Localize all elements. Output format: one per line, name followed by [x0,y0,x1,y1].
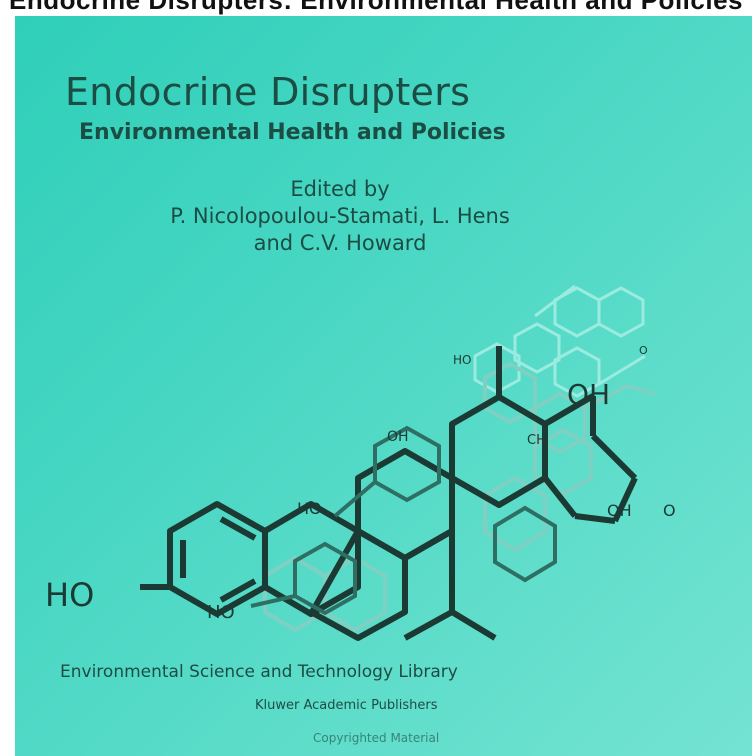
oh-label-top: OH [567,378,610,411]
molecule-illustration: HO HO HO HO OH OH OH O O CH [45,284,676,641]
ch-label-mid: CH [527,433,546,448]
main-molecule [140,346,638,641]
book-title: Endocrine Disrupters [65,70,471,114]
series-name: Environmental Science and Technology Lib… [60,662,458,682]
ho-label-upper: HO [453,353,471,367]
faint-molecule [473,284,646,398]
ho-label-main: HO [45,576,94,614]
book-cover: Endocrine Disrupters Environmental Healt… [15,16,752,756]
top-banner-text: Endocrine Disrupters: Environmental Heal… [9,0,743,15]
oh-label-left: OH [387,429,409,445]
edited-by-label: Edited by [290,177,390,201]
o-label-small: O [639,344,648,357]
oh-label-right: OH [607,501,632,520]
ho-label-lower: HO [207,602,235,623]
editor-names-line-2: and C.V. Howard [253,231,427,255]
book-subtitle: Environmental Health and Policies [79,120,506,145]
publisher-name: Kluwer Academic Publishers [255,698,438,713]
copyright-watermark: Copyrighted Material [313,731,440,745]
editors-block: Edited by P. Nicolopoulou-Stamati, L. He… [95,176,585,257]
ho-label-mid: HO [297,499,322,518]
o-label-right: O [663,501,676,520]
overlay-molecule [250,425,557,616]
editor-names-line-1: P. Nicolopoulou-Stamati, L. Hens [170,204,510,228]
